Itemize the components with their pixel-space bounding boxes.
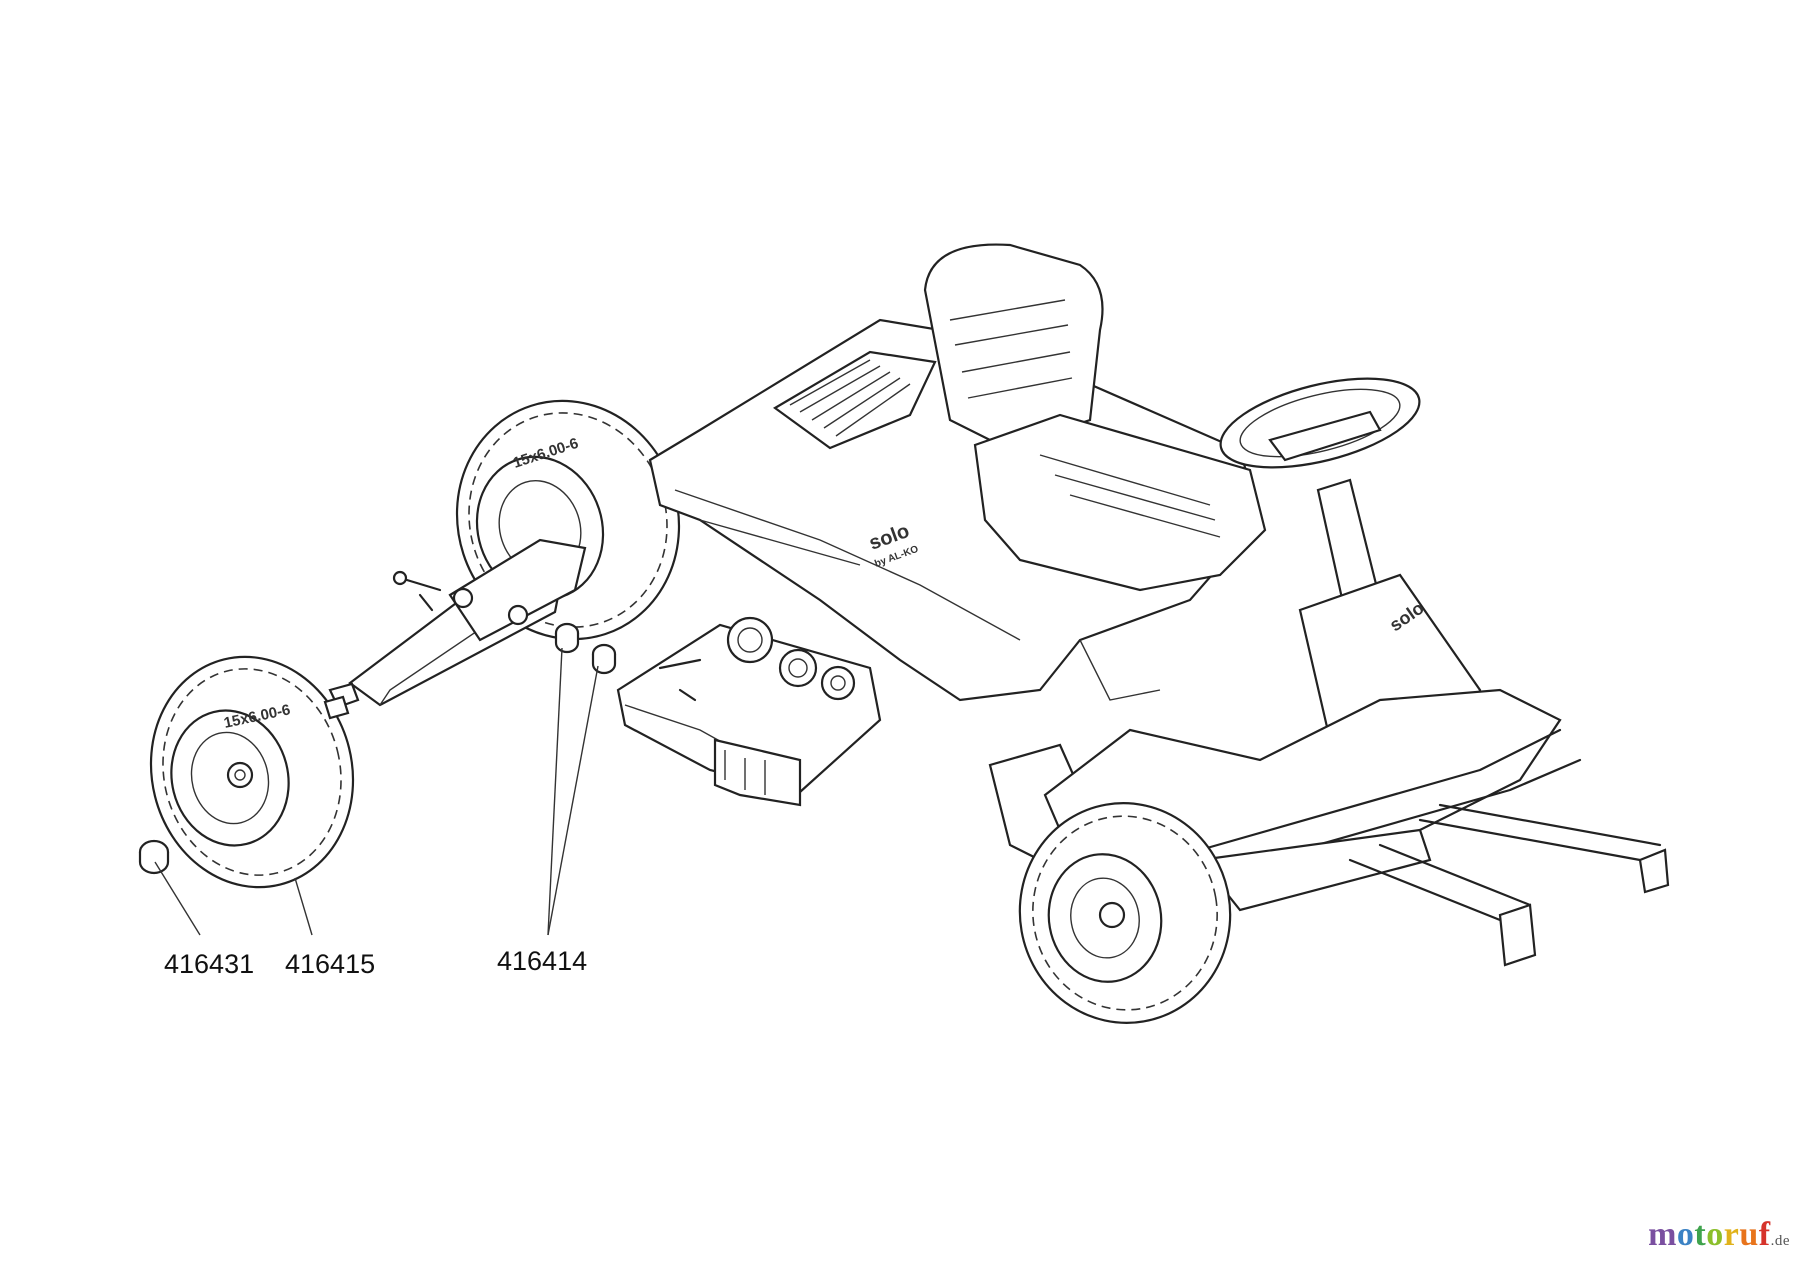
- part-label-416431: 416431: [164, 949, 254, 979]
- front-axle-beam: [328, 538, 587, 709]
- part-label-416415: 416415: [285, 949, 375, 979]
- watermark-letter: u: [1739, 1216, 1759, 1253]
- bushing-416414-a: [554, 622, 580, 654]
- watermark-letter: o: [1706, 1216, 1724, 1253]
- watermark-letter: o: [1676, 1216, 1695, 1253]
- watermark-suffix: .de: [1770, 1233, 1790, 1249]
- seat: [923, 243, 1267, 592]
- rear-right-wheel: [1018, 802, 1232, 1024]
- front-wheel-416415: 15x6.00-6: [149, 655, 355, 889]
- chassis-front-plate: [616, 616, 882, 807]
- watermark-letters: motoruf: [1648, 1216, 1771, 1253]
- bushing-416431: [138, 839, 170, 875]
- watermark-letter: r: [1723, 1216, 1740, 1253]
- leader-lines: [154, 647, 599, 936]
- part-label-416414: 416414: [497, 946, 587, 976]
- watermark-letter: f: [1758, 1216, 1771, 1253]
- watermark-letter: t: [1694, 1216, 1707, 1253]
- mower-body: solo by AL-KO: [648, 318, 1262, 862]
- watermark-letter: m: [1648, 1216, 1677, 1253]
- bushing-416414-b: [591, 643, 617, 675]
- watermark-logo: motoruf.de: [1648, 1216, 1790, 1254]
